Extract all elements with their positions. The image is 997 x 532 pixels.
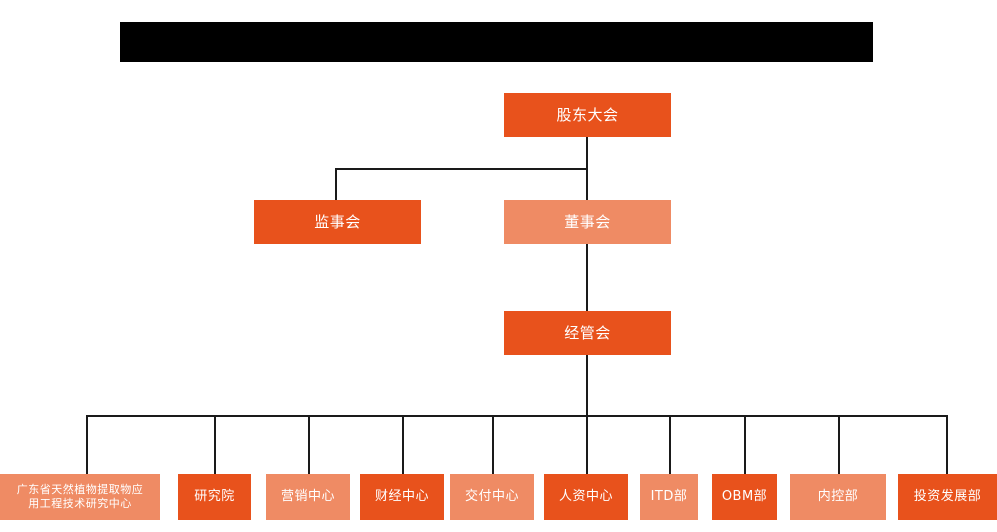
org-node-label: 监事会 [314,212,361,231]
org-node-finance-center[interactable]: 财经中心 [360,474,444,520]
org-node-label: 董事会 [564,212,611,231]
org-node-guangdong-research-center[interactable]: 广东省天然植物提取物应 用工程技术研究中心 [0,474,160,520]
connector-drop-itd [669,415,671,475]
connector-directors-drop [586,168,588,201]
org-node-label: 广东省天然植物提取物应 用工程技术研究中心 [16,483,144,510]
connector-drop-guangdong [86,415,88,475]
org-node-investment-development-department[interactable]: 投资发展部 [898,474,997,520]
connector-drop-investment [946,415,948,475]
connector-level2-bus [335,168,588,170]
org-node-marketing-center[interactable]: 营销中心 [266,474,350,520]
connector-drop-marketing [308,415,310,475]
connector-level4-bus [86,415,946,417]
org-node-directors[interactable]: 董事会 [504,200,671,244]
org-node-management-committee[interactable]: 经管会 [504,311,671,355]
connector-supervisors-drop [335,168,337,201]
org-node-hr-center[interactable]: 人资中心 [544,474,628,520]
org-node-label: 交付中心 [464,488,519,504]
org-node-label: OBM部 [721,488,768,504]
org-node-label: 股东大会 [556,105,619,124]
connector-drop-internal-control [838,415,840,475]
connector-directors-to-mgmt [586,244,588,312]
connector-drop-finance [402,415,404,475]
org-node-label: 研究院 [194,488,235,504]
connector-drop-hr [586,415,588,475]
org-node-label: 财经中心 [374,488,429,504]
org-node-delivery-center[interactable]: 交付中心 [450,474,534,520]
org-node-label: 经管会 [564,323,611,342]
connector-drop-obm [744,415,746,475]
org-node-shareholders[interactable]: 股东大会 [504,93,671,137]
org-node-itd-department[interactable]: ITD部 [640,474,698,520]
connector-shareholders-stem [586,137,588,170]
org-node-label: 内控部 [817,488,859,504]
connector-drop-delivery [492,415,494,475]
org-node-label: 人资中心 [558,488,613,504]
org-node-supervisors[interactable]: 监事会 [254,200,421,244]
connector-mgmt-stem [586,355,588,416]
redacted-title-bar [120,22,873,62]
connector-drop-research-institute [214,415,216,475]
org-node-label: ITD部 [650,488,688,504]
org-node-obm-department[interactable]: OBM部 [712,474,777,520]
org-node-internal-control-department[interactable]: 内控部 [790,474,886,520]
org-node-label: 投资发展部 [913,488,982,504]
org-node-label: 营销中心 [280,488,335,504]
org-node-research-institute[interactable]: 研究院 [178,474,251,520]
